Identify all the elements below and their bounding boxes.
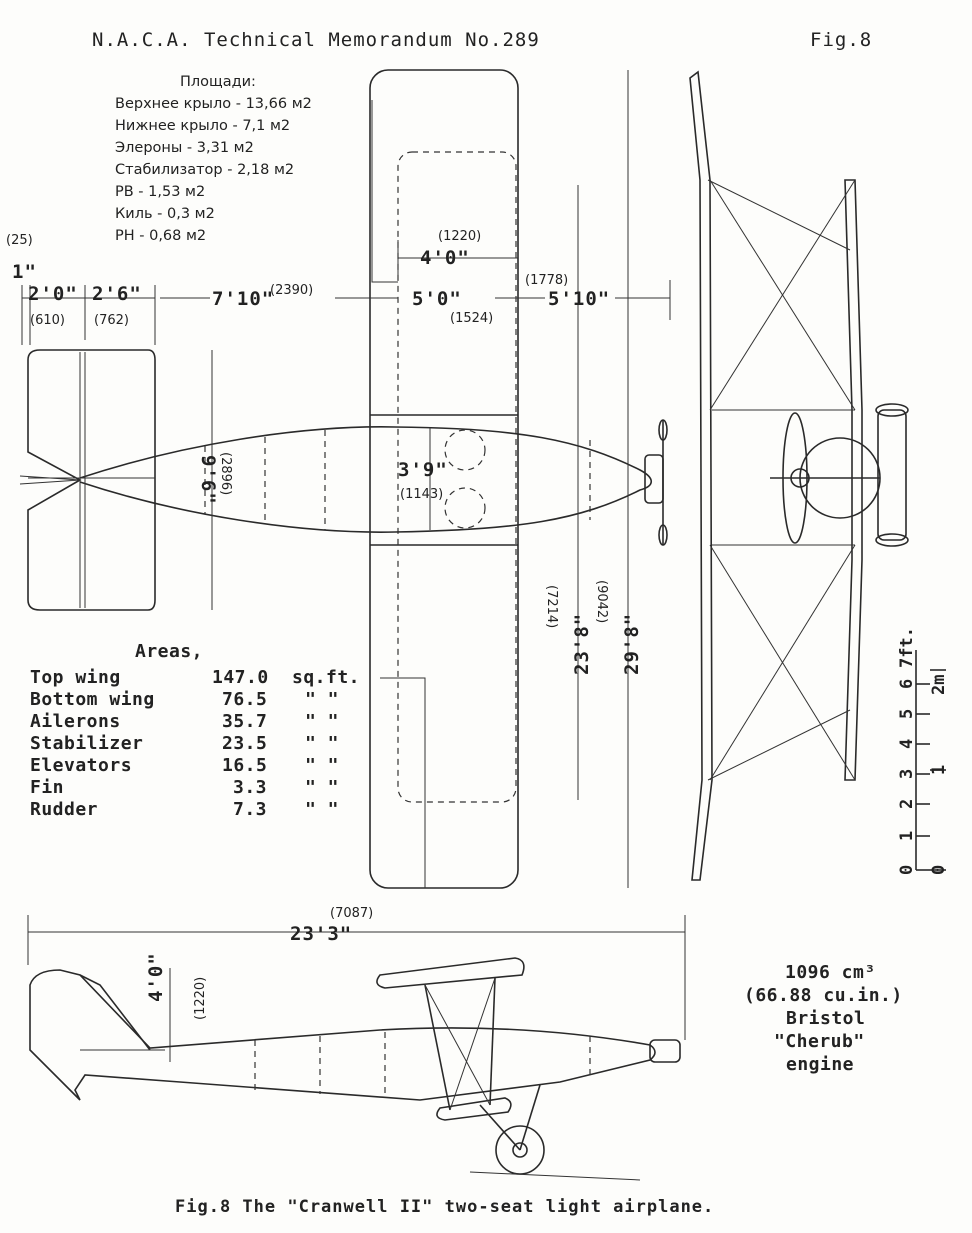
russian-area-item: РН - 0,68 м2 bbox=[115, 228, 206, 244]
dim-2ft6: 2'6" bbox=[92, 283, 142, 305]
memo-title: N.A.C.A. Technical Memorandum No.289 bbox=[92, 29, 540, 51]
dim-4ft0-top: 4'0" bbox=[420, 247, 470, 269]
russian-areas-title: Площади: bbox=[180, 74, 256, 90]
area-name: Elevators bbox=[30, 755, 132, 776]
dim-1143mm: (1143) bbox=[400, 487, 443, 502]
dim-7087mm: (7087) bbox=[330, 906, 373, 921]
front-top-wing bbox=[689, 70, 713, 881]
engine-note: 1096 cm³ (66.88 cu.in.) Bristol "Cherub"… bbox=[744, 962, 903, 1075]
dim-3ft9: 3'9" bbox=[398, 459, 448, 481]
plan-view bbox=[19, 69, 668, 889]
area-value: 35.7 bbox=[222, 711, 267, 732]
figure-caption: Fig.8 The "Cranwell II" two-seat light a… bbox=[175, 1197, 714, 1217]
area-name: Bottom wing bbox=[30, 689, 155, 710]
dim-9ft6: 9'6" bbox=[197, 455, 219, 505]
dim-1778mm: (1778) bbox=[525, 273, 568, 288]
dim-23ft3: 23'3" bbox=[290, 923, 352, 945]
dim-1220mm-top: (1220) bbox=[438, 229, 481, 244]
dim-762mm: (762) bbox=[94, 313, 129, 328]
russian-area-item: РВ - 1,53 м2 bbox=[115, 184, 205, 200]
scale-m-label: 2m bbox=[929, 675, 949, 695]
scale-ft-tick: 2 bbox=[897, 799, 917, 809]
dim-1in: 1" bbox=[12, 261, 37, 283]
plan-fuselage bbox=[79, 426, 653, 533]
russian-area-item: Нижнее крыло - 7,1 м2 bbox=[115, 118, 290, 134]
scale-ft-tick: 1 bbox=[897, 831, 917, 841]
scale-ft-tick: 0 bbox=[897, 865, 917, 875]
area-unit: " " bbox=[305, 733, 339, 754]
side-view bbox=[27, 915, 686, 1181]
area-value: 3.3 bbox=[233, 777, 267, 798]
side-top-wing bbox=[376, 957, 525, 989]
area-unit: " " bbox=[305, 689, 339, 710]
dim-5ft0: 5'0" bbox=[412, 288, 462, 310]
engine-model: "Cherub" bbox=[774, 1031, 865, 1052]
scale-ft-tick: 5 bbox=[897, 709, 917, 719]
engine-word: engine bbox=[786, 1054, 854, 1075]
area-name: Fin bbox=[30, 777, 64, 798]
area-unit: " " bbox=[305, 755, 339, 776]
plan-top-wing bbox=[369, 69, 519, 889]
front-bottom-wing bbox=[844, 179, 863, 781]
side-fuselage bbox=[29, 969, 656, 1101]
dim-2390mm: (2390) bbox=[270, 283, 313, 298]
scale-ft-tick: 6 bbox=[897, 679, 917, 689]
russian-area-item: Элероны - 3,31 м2 bbox=[115, 140, 254, 156]
dim-2896mm: (2896) bbox=[218, 452, 233, 495]
area-value: 7.3 bbox=[233, 799, 267, 820]
scale-bar bbox=[915, 650, 946, 871]
engine-maker: Bristol bbox=[786, 1008, 865, 1029]
area-name: Top wing bbox=[30, 667, 121, 688]
area-name: Stabilizer bbox=[30, 733, 143, 754]
area-unit: " " bbox=[305, 777, 339, 798]
area-name: Rudder bbox=[30, 799, 98, 820]
dim-1524mm: (1524) bbox=[450, 311, 493, 326]
dim-5ft10: 5'10" bbox=[548, 288, 610, 310]
area-value: 16.5 bbox=[222, 755, 267, 776]
area-value: 23.5 bbox=[222, 733, 267, 754]
area-value: 76.5 bbox=[222, 689, 267, 710]
scale-m-tick: 1 bbox=[929, 765, 949, 775]
dim-7ft10: 7'10" bbox=[212, 288, 274, 310]
plan-bottom-wing bbox=[397, 151, 517, 803]
area-unit: " " bbox=[305, 799, 339, 820]
dim-610mm: (610) bbox=[30, 313, 65, 328]
area-unit: sq.ft. bbox=[292, 667, 360, 688]
area-value: 147.0 bbox=[212, 667, 269, 688]
scale-ft-tick: 3 bbox=[897, 769, 917, 779]
area-unit: " " bbox=[305, 711, 339, 732]
top-dimension-row bbox=[21, 70, 671, 888]
dim-7214mm: (7214) bbox=[544, 585, 559, 628]
dim-4ft0-side: 4'0" bbox=[145, 952, 167, 1002]
scale-ft-tick: 4 bbox=[897, 739, 917, 749]
scale-ft-label: 7ft. bbox=[897, 627, 917, 668]
english-areas-table: Areas, Top wing 147.0 sq.ft. Bottom wing… bbox=[30, 641, 360, 820]
dim-9042mm: (9042) bbox=[594, 580, 609, 623]
russian-area-item: Верхнее крыло - 13,66 м2 bbox=[115, 96, 312, 112]
plan-tailplane bbox=[27, 349, 156, 611]
figure-number: Fig.8 bbox=[810, 29, 872, 51]
engine-displacement-cuin: (66.88 cu.in.) bbox=[744, 985, 903, 1006]
scale-m-tick: 0 bbox=[929, 865, 949, 875]
front-view bbox=[689, 70, 909, 881]
dim-2ft0: 2'0" bbox=[28, 283, 78, 305]
dim-29ft8: 29'8" bbox=[621, 613, 643, 675]
dim-1220mm-side: (1220) bbox=[193, 977, 208, 1020]
russian-areas-list: Площади: Верхнее крыло - 13,66 м2 Нижнее… bbox=[115, 74, 312, 244]
dim-23ft8: 23'8" bbox=[571, 613, 593, 675]
russian-area-item: Киль - 0,3 м2 bbox=[115, 206, 215, 222]
side-bottom-wing bbox=[436, 1097, 512, 1121]
russian-area-item: Стабилизатор - 2,18 м2 bbox=[115, 162, 294, 178]
dim-25mm: (25) bbox=[6, 233, 33, 248]
area-name: Ailerons bbox=[30, 711, 121, 732]
areas-title: Areas, bbox=[135, 641, 203, 662]
engine-displacement: 1096 cm³ bbox=[785, 962, 876, 983]
